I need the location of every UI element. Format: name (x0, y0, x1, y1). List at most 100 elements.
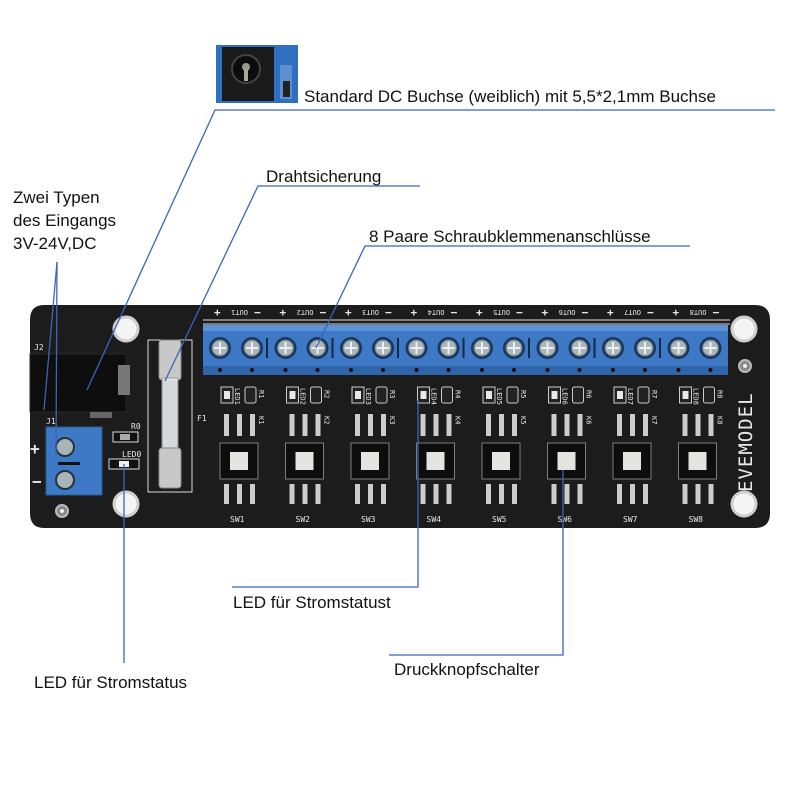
callout-dc-jack: Standard DC Buchse (weiblich) mit 5,5*2,… (304, 87, 716, 106)
mounting-holes (55, 315, 758, 518)
res-label: R2 (323, 390, 331, 398)
res-label: R4 (454, 390, 462, 398)
out-label: OUT4 (428, 308, 445, 316)
res-label: R5 (519, 390, 527, 398)
out-minus: − (385, 306, 392, 319)
push-button[interactable] (688, 452, 707, 470)
switch-label: SW5 (492, 515, 507, 524)
out-label: OUT2 (297, 308, 314, 316)
led-label: LED3 (364, 388, 372, 405)
switch-label: SW6 (558, 515, 573, 524)
callout-led-channel: LED für Stromstatust (233, 593, 391, 612)
callout-input-line1: Zwei Typen (13, 188, 100, 207)
relay-label: K6 (585, 416, 593, 424)
leader-input-b (55, 261, 58, 456)
label-r0: R0 (131, 422, 141, 431)
label-led0: LED0 (122, 450, 141, 459)
led-label: LED1 (233, 388, 241, 405)
channel-led (682, 391, 689, 399)
led-label: LED4 (430, 388, 438, 405)
out-plus: + (542, 306, 549, 319)
channel-led (617, 391, 623, 399)
channel-led (486, 391, 492, 399)
callout-input-line2: des Eingangs (13, 211, 117, 230)
res-label: R6 (585, 390, 593, 398)
channel-led (224, 391, 230, 399)
out-label: OUT7 (624, 308, 641, 316)
leader-switch (389, 470, 564, 656)
leader-input-a (43, 261, 58, 411)
label-j2: J2 (34, 343, 44, 352)
relay-label: K3 (388, 416, 396, 424)
callout-switch: Druckknopfschalter (394, 660, 540, 679)
out-plus: + (345, 306, 352, 319)
out-label: OUT6 (559, 308, 576, 316)
out-minus: − (254, 306, 261, 319)
leader-fuse (164, 185, 420, 382)
callout-fuse: Drahtsicherung (266, 167, 382, 186)
res-label: R8 (716, 390, 724, 398)
relay-label: K1 (257, 416, 265, 424)
push-button[interactable] (492, 452, 510, 470)
out-plus: + (607, 306, 614, 319)
push-button[interactable] (426, 452, 445, 470)
push-button[interactable] (557, 452, 576, 470)
out-label: OUT8 (690, 308, 707, 316)
push-button[interactable] (623, 452, 641, 470)
push-button[interactable] (361, 452, 379, 470)
out-minus: − (713, 306, 720, 319)
out-minus: − (320, 306, 327, 319)
out-plus: + (214, 306, 221, 319)
out-plus: + (411, 306, 418, 319)
dc-jack: J2 (29, 343, 130, 418)
switch-label: SW8 (689, 515, 704, 524)
leader-lines (43, 109, 775, 663)
channel-led (355, 391, 361, 399)
callout-input-line3: 3V-24V,DC (13, 234, 97, 253)
channel-led (420, 391, 427, 399)
switch-label: SW3 (361, 515, 376, 524)
led-label: LED5 (495, 388, 503, 405)
out-minus: − (647, 306, 654, 319)
led-label: LED6 (561, 388, 569, 405)
res-label: R7 (650, 390, 658, 398)
relay-label: K5 (519, 416, 527, 424)
label-plus: + (30, 439, 40, 458)
out-label: OUT1 (231, 308, 248, 316)
leader-dc-jack (86, 109, 775, 391)
relay-label: K2 (323, 416, 331, 424)
out-label: OUT3 (362, 308, 379, 316)
out-plus: + (673, 306, 680, 319)
out-minus: − (516, 306, 523, 319)
callout-terminals: 8 Paare Schraubklemmenanschlüsse (369, 227, 651, 246)
callout-led-power: LED für Stromstatus (34, 673, 188, 692)
relay-label: K7 (650, 416, 658, 424)
out-plus: + (476, 306, 483, 319)
label-j1: J1 (46, 417, 56, 426)
out-label: OUT5 (493, 308, 510, 316)
out-minus: − (451, 306, 458, 319)
out-minus: − (582, 306, 589, 319)
leader-terminals (315, 245, 690, 349)
switch-label: SW4 (427, 515, 442, 524)
led-label: LED7 (626, 388, 634, 405)
fuse: F1 (147, 339, 207, 493)
push-button[interactable] (230, 452, 248, 470)
channel-led (289, 391, 296, 399)
res-label: R1 (257, 390, 265, 398)
res-label: R3 (388, 390, 396, 398)
switch-label: SW7 (623, 515, 638, 524)
out-plus: + (280, 306, 287, 319)
switch-label: SW2 (296, 515, 311, 524)
label-f1: F1 (197, 414, 207, 423)
input-terminal: J1 + − (30, 417, 103, 496)
push-button[interactable] (295, 452, 314, 470)
